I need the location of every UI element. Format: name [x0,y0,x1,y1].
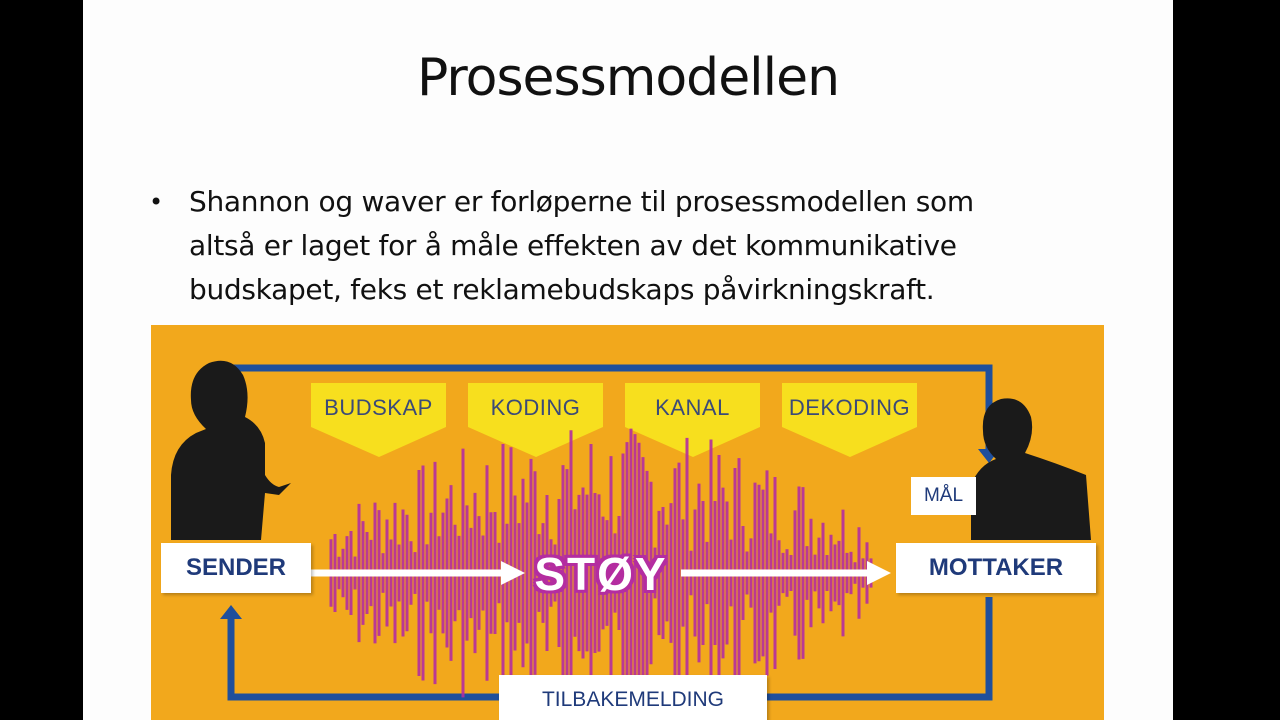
signal-arrow-right-head [867,561,891,585]
receiver-box: MOTTAKER [896,543,1096,593]
bullet-line: altså er laget for å måle effekten av de… [189,229,957,262]
stage-label-kanal: KANAL [655,395,730,420]
bullet-line: budskapet, feks et reklamebudskaps påvir… [189,273,935,306]
stage-dekoding-shape [782,383,917,457]
receiver-person-icon [971,398,1091,540]
slide-title: Prosessmodellen [416,48,840,108]
goal-label: MÅL [911,477,976,515]
noise-label: STØY [534,548,668,600]
bullet-list: • Shannon og waver er forløperne til pro… [145,180,1095,312]
stage-label-dekoding: DEKODING [788,395,911,420]
bullet-line: Shannon og waver er forløperne til prose… [189,185,974,218]
diagram-graphics [171,360,1091,718]
slide: Prosessmodellen • Shannon og waver er fo… [83,0,1173,720]
feedback-box: TILBAKEMELDING [499,675,767,720]
stage-kanal-shape [625,383,760,457]
bullet-dot-icon: • [149,188,163,216]
signal-arrow-left-head [501,561,525,585]
sender-person-icon [171,360,291,540]
stage-label-koding: KODING [490,395,581,420]
stage-budskap-shape [311,383,446,457]
process-model-diagram: BUDSKAP KODING KANAL DEKODING SENDER MOT… [151,325,1104,720]
stage-koding-shape [468,383,603,457]
sender-box: SENDER [161,543,311,593]
stage-label-budskap: BUDSKAP [324,395,433,420]
bullet-item: • Shannon og waver er forløperne til pro… [145,180,1095,312]
feedback-loop-arrowhead [220,605,242,619]
